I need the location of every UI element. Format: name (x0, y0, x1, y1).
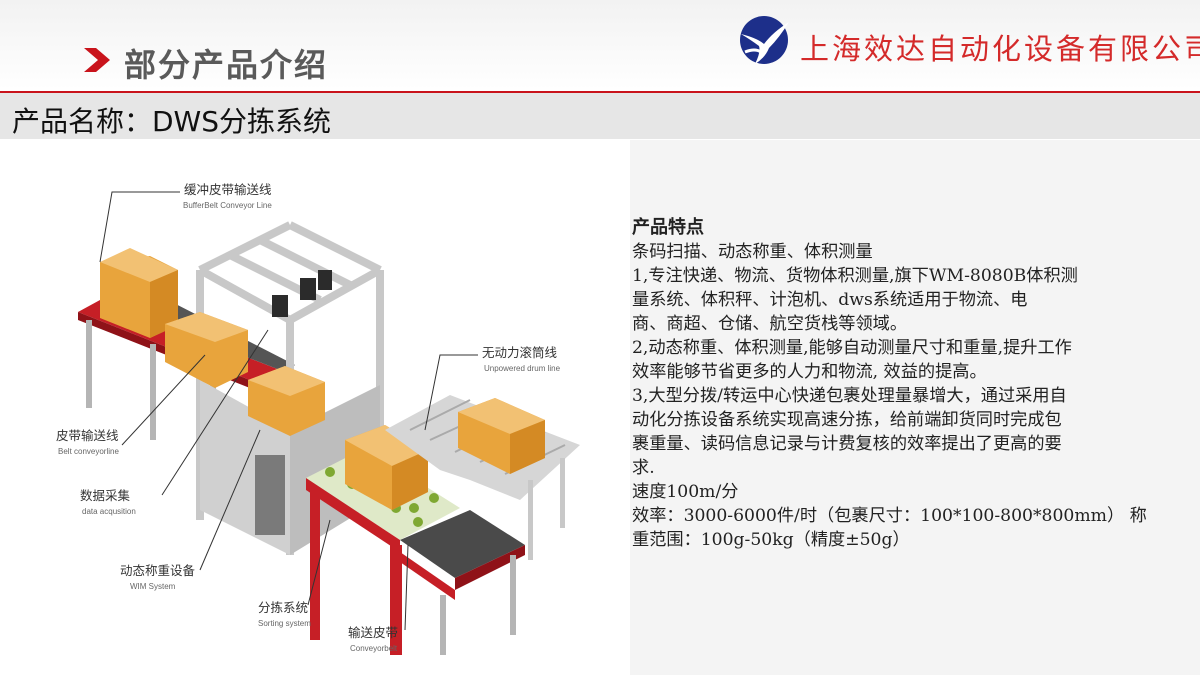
feature-line: 1,专注快递、物流、货物体积测量,旗下WM-8080B体积测 (632, 266, 1078, 286)
conveyor-illustration: 缓冲皮带输送线 BufferBelt Conveyor Line 无动力滚筒线 … (56, 182, 580, 655)
product-title-bar (0, 93, 1200, 139)
control-panel (255, 455, 285, 535)
label-sort-en: Sorting system (258, 619, 311, 628)
label-belt-cn: 皮带输送线 (56, 428, 119, 443)
label-conv-en: Conveyorbelt (350, 644, 398, 653)
scanner-heads (272, 270, 332, 317)
sorter-leg (310, 490, 320, 640)
feature-line: 条码扫描、动态称重、体积测量 (632, 242, 873, 262)
feature-line: 2,动态称重、体积测量,能够自动测量尺寸和重量,提升工作 (632, 338, 1072, 358)
feature-line: 重范围：100g-50kg（精度±50g） (632, 530, 910, 550)
product-title: 产品名称：DWS分拣系统 (12, 105, 332, 138)
feature-line: 动化分拣设备系统实现高速分拣，给前端卸货同时完成包 (632, 410, 1062, 430)
label-data-en: data acqusition (82, 507, 136, 516)
outbound-belt (400, 510, 525, 578)
feature-line: 求. (632, 458, 655, 478)
feature-line: 商、商超、仓储、航空货栈等领域。 (632, 314, 908, 334)
feature-line: 效率：3000-6000件/时（包裹尺寸：100*100-800*800mm） … (632, 506, 1147, 526)
parcel-boxes (100, 248, 325, 436)
feature-line: 3,大型分拨/转运中心快递包裹处理量暴增大，通过采用自 (632, 386, 1067, 406)
features-text: 产品特点 条码扫描、动态称重、体积测量 1,专注快递、物流、货物体积测量,旗下W… (632, 216, 1192, 552)
label-wim-en: WIM System (130, 582, 176, 591)
swallow-logo-icon (740, 16, 789, 64)
feature-line: 效率能够节省更多的人力和物流, 效益的提高。 (632, 362, 987, 382)
company-name: 上海效达自动化设备有限公司 (800, 32, 1200, 66)
chevron-right-icon (84, 48, 110, 72)
label-belt-en: Belt conveyorline (58, 447, 119, 456)
dws-system-diagram: 缓冲皮带输送线 BufferBelt Conveyor Line 无动力滚筒线 … (0, 140, 630, 675)
feature-line: 速度100m/分 (632, 482, 739, 502)
label-data-cn: 数据采集 (80, 488, 131, 503)
feature-line: 量系统、体积秤、计泡机、dws系统适用于物流、电 (632, 290, 1028, 310)
header-bar (0, 0, 1200, 90)
label-buffer-en: BufferBelt Conveyor Line (183, 201, 272, 210)
label-buffer-cn: 缓冲皮带输送线 (184, 182, 272, 197)
label-drum-en: Unpowered drum line (484, 364, 561, 373)
label-wim-cn: 动态称重设备 (120, 563, 196, 578)
feature-line: 裹重量、读码信息记录与计费复核的效率提出了更高的要 (632, 434, 1062, 454)
features-panel (630, 140, 1200, 675)
label-conv-cn: 输送皮带 (348, 625, 398, 640)
label-drum-cn: 无动力滚筒线 (482, 345, 558, 360)
section-title: 部分产品介绍 (124, 46, 329, 84)
header-divider (0, 91, 1200, 93)
label-sort-cn: 分拣系统 (258, 600, 308, 615)
features-heading: 产品特点 (632, 217, 704, 238)
